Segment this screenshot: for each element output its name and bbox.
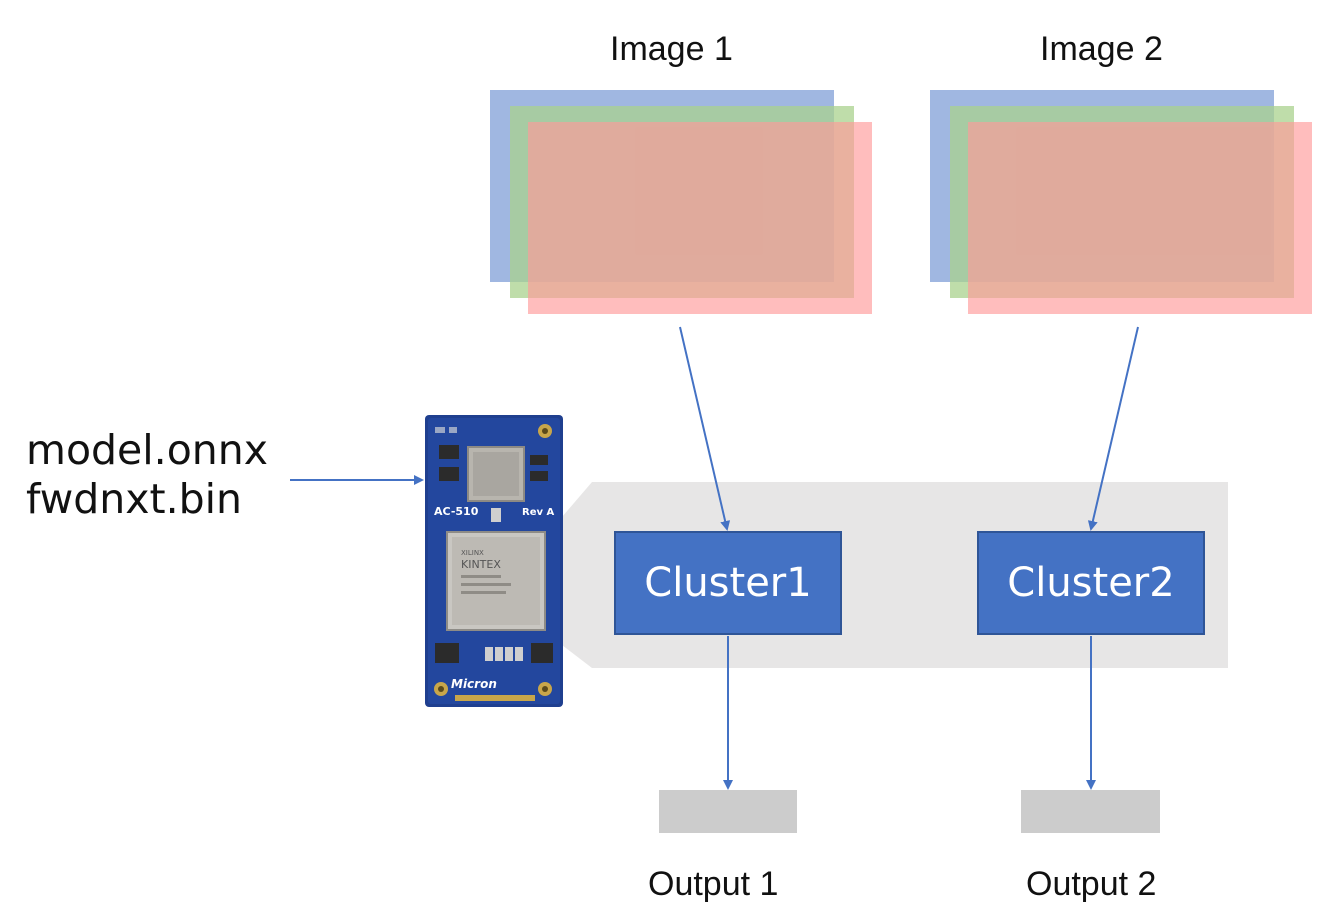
image-1-title: Image 1	[610, 30, 733, 68]
cluster-2: Cluster2	[977, 531, 1205, 635]
arrow-image1-to-cluster1	[679, 326, 731, 531]
model-files: model.onnx fwdnxt.bin	[26, 426, 268, 524]
output-1-box	[659, 790, 797, 833]
image-2-title: Image 2	[1040, 30, 1163, 68]
arrow-image2-to-cluster2	[1087, 326, 1139, 531]
chip-family: KINTEX	[461, 558, 501, 571]
fpga-board-image: AC-510 Rev A XILINX KINTEX Micron	[425, 415, 563, 707]
board-revision: Rev A	[522, 507, 554, 518]
image-1-red-channel	[528, 122, 872, 314]
output-2-box	[1021, 790, 1160, 833]
output-1-title: Output 1	[648, 865, 779, 903]
board-name: AC-510	[434, 505, 479, 518]
model-file-bin: fwdnxt.bin	[26, 475, 243, 523]
cluster-1: Cluster1	[614, 531, 842, 635]
board-vendor: Micron	[451, 677, 497, 691]
cluster-2-label: Cluster2	[1007, 560, 1175, 606]
chip-brand: XILINX	[461, 549, 484, 557]
image-2-red-channel	[968, 122, 1312, 314]
cluster-1-label: Cluster1	[644, 560, 812, 606]
output-2-title: Output 2	[1026, 865, 1157, 903]
model-file-onnx: model.onnx	[26, 426, 269, 474]
